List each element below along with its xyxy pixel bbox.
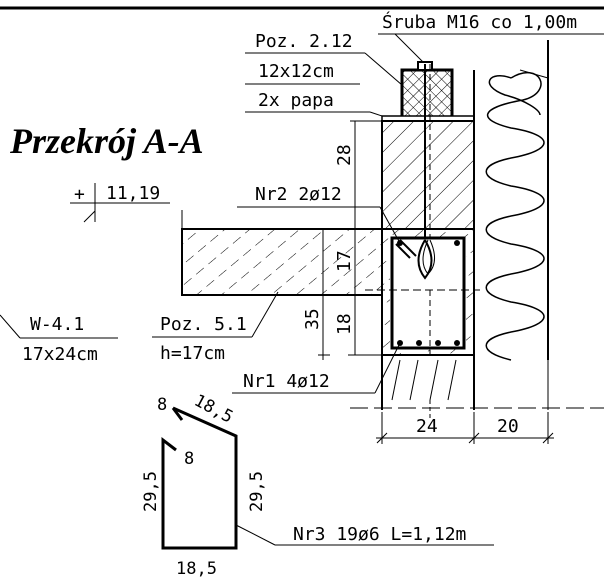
stirrup-hook-2: [399, 239, 417, 257]
lower-hatch-4: [447, 359, 457, 401]
dim-17: 17: [334, 250, 355, 272]
bolt-anchor-loop: [417, 239, 433, 280]
ring-beam-core: [390, 237, 466, 349]
slab-position-label: Poz. 5.1: [160, 314, 247, 335]
beam-size-label: 12x12cm: [258, 61, 334, 82]
lower-hatch-3: [429, 359, 439, 401]
stirrup-hook-top: [171, 407, 184, 421]
ring-beam-stirrup: [390, 236, 466, 350]
bolt-anchor-loop-inner: [422, 239, 435, 275]
top-rebar-right: [454, 240, 460, 246]
stirrup-hook2-label: 8: [184, 449, 194, 469]
slab-height-label: h=17cm: [160, 343, 225, 364]
stirrup-hook-1: [395, 243, 411, 259]
nr2-leader: [379, 206, 401, 244]
lower-hatch-1: [391, 359, 401, 401]
insulation-wave: [485, 71, 545, 361]
dim-18: 18: [334, 313, 355, 335]
dim-35: 35: [302, 308, 323, 330]
insulation-top-tick: [519, 69, 549, 79]
timber-beam-crosshatch: [402, 70, 452, 117]
level-plus: +: [74, 184, 85, 205]
dim-h-tick-1: [376, 432, 388, 444]
beam-leader: [364, 52, 403, 86]
dim-20: 20: [497, 416, 519, 437]
nr3-leader: [235, 524, 276, 546]
bolt-label: Śruba M16 co 1,00m: [382, 11, 577, 33]
slab-leader: [251, 291, 279, 338]
w-size-label: 17x24cm: [22, 344, 98, 365]
section-title: Przekrój A-A: [9, 121, 204, 161]
nr1-leader: [374, 342, 401, 394]
level-marker-diagonal: [83, 210, 96, 223]
beam-position-label: Poz. 2.12: [255, 31, 353, 52]
dim-h-tick-2: [468, 432, 480, 444]
floor-slab: [181, 228, 383, 296]
dim-28: 28: [334, 144, 355, 166]
bolt-leader: [394, 33, 426, 65]
dim-h-tick-3: [542, 432, 554, 444]
w-leader: [0, 314, 21, 339]
w-position-label: W-4.1: [30, 314, 84, 335]
stirrup-left-label: 29,5: [141, 471, 161, 512]
level-value: 11,19: [106, 183, 160, 204]
bottom-rebar-4: [454, 340, 460, 346]
stirrup-shape: [161, 406, 238, 550]
bottom-rebar-3: [435, 340, 441, 346]
nr3-label: Nr3 19ø6 L=1,12m: [293, 524, 466, 545]
insulation-wave-top: [488, 75, 541, 116]
stirrup-bottom-label: 18,5: [176, 559, 217, 579]
stirrup-diag-label: 18,5: [191, 391, 237, 428]
concrete-wall: [381, 120, 475, 230]
lower-hatch-2: [409, 359, 419, 401]
nr2-label: Nr2 2ø12: [255, 184, 342, 205]
dim-24: 24: [416, 416, 438, 437]
papa-label: 2x papa: [258, 90, 334, 111]
stirrup-hook1-label: 8: [157, 395, 167, 415]
stirrup-right-label: 29,5: [247, 471, 267, 512]
nr1-label: Nr1 4ø12: [243, 371, 330, 392]
bottom-rebar-2: [416, 340, 422, 346]
